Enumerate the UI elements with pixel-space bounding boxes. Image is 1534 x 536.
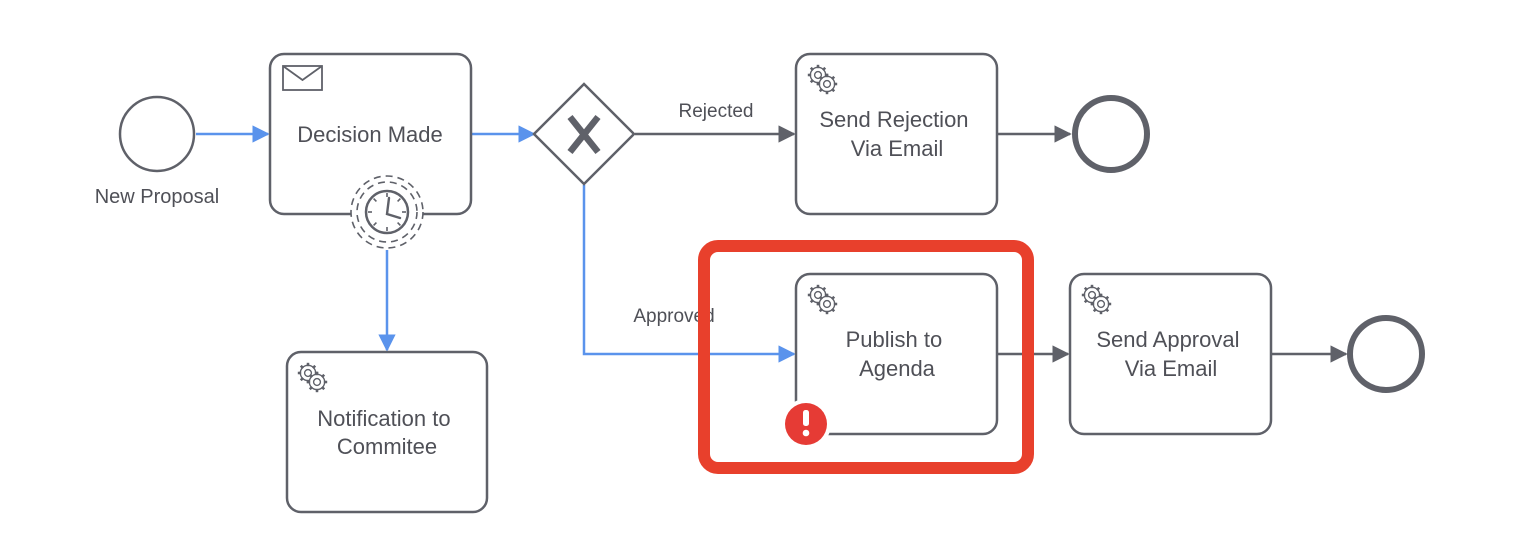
task-publish-label: Publish to Agenda <box>846 327 949 381</box>
exclusive-gateway[interactable] <box>532 82 636 186</box>
flow-label-rejected: Rejected <box>679 101 754 122</box>
envelope-icon <box>282 65 323 91</box>
start-event-label: New Proposal <box>95 186 220 208</box>
task-publish-to-agenda[interactable]: Publish to Agenda <box>794 272 999 436</box>
sequence-flows <box>196 125 1348 363</box>
task-notification-label: Notification to Commitee <box>317 406 456 459</box>
start-event[interactable] <box>118 95 196 173</box>
end-event-rejection[interactable] <box>1072 95 1150 173</box>
task-decision-made-label: Decision Made <box>297 122 443 147</box>
selection-highlight <box>698 240 1034 474</box>
timer-icon[interactable] <box>350 175 424 249</box>
task-send-rejection[interactable]: Send Rejection Via Email <box>794 52 999 216</box>
flow-label-approved: Approved <box>633 306 714 327</box>
end-event-approval[interactable] <box>1347 315 1425 393</box>
task-send-approval[interactable]: Send Approval Via Email <box>1068 272 1273 436</box>
task-send-rejection-label: Send Rejection Via Email <box>819 107 974 161</box>
x-icon <box>567 114 601 155</box>
task-send-approval-label: Send Approval Via Email <box>1096 327 1245 381</box>
task-notification-to-commitee[interactable]: Notification to Commitee <box>285 350 489 514</box>
flow-approved[interactable] <box>582 185 796 363</box>
exclamation-icon[interactable] <box>781 399 831 449</box>
